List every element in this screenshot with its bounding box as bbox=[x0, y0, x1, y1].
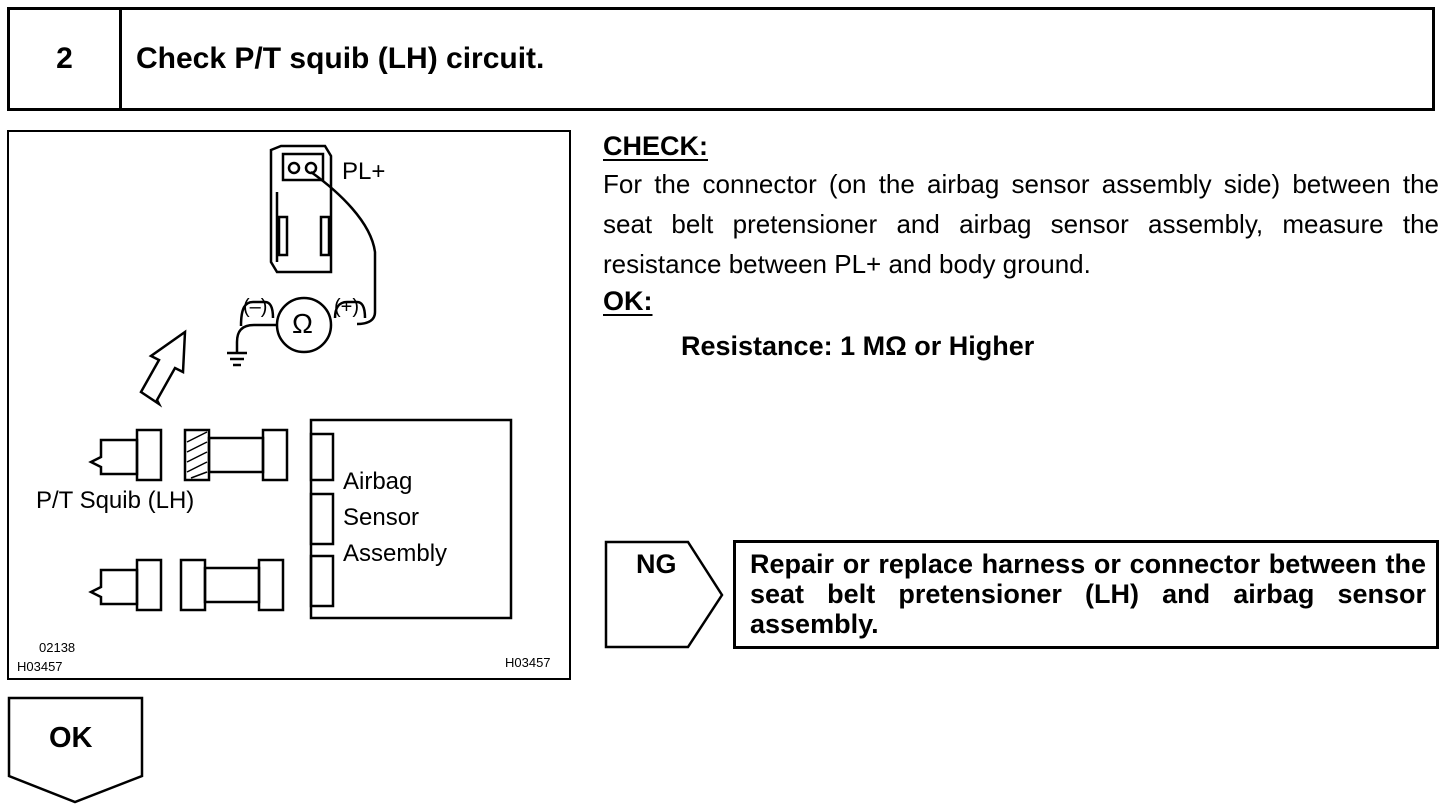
step-number: 2 bbox=[10, 10, 122, 108]
connector-icon bbox=[269, 144, 333, 274]
ng-arrow-icon bbox=[604, 540, 724, 649]
plus-terminal-label: (+) bbox=[334, 296, 359, 318]
sensor-label-line3: Assembly bbox=[343, 540, 448, 567]
squib-connector-upper bbox=[88, 428, 163, 482]
sensor-label-line1: Airbag bbox=[343, 468, 413, 495]
ok-label: OK bbox=[49, 722, 93, 754]
check-heading: CHECK: bbox=[603, 131, 708, 161]
figure-code-top: 02138 bbox=[39, 640, 76, 655]
ok-heading: OK: bbox=[603, 286, 653, 316]
step-title: Check P/T squib (LH) circuit. bbox=[136, 42, 545, 75]
arrow-icon bbox=[139, 329, 187, 408]
sensor-label-line2: Sensor bbox=[343, 504, 420, 531]
hatched-connector-fill bbox=[186, 431, 208, 479]
squib-label: P/T Squib (LH) bbox=[36, 487, 195, 514]
pl-plus-label: PL+ bbox=[342, 158, 386, 185]
ng-action-box: Repair or replace harness or connector b… bbox=[733, 540, 1439, 649]
ohm-symbol: Ω bbox=[292, 308, 313, 339]
circuit-diagram bbox=[88, 144, 513, 620]
ng-label: NG bbox=[636, 549, 677, 579]
ok-arrow-icon bbox=[7, 696, 144, 804]
minus-terminal-label: (–) bbox=[243, 296, 268, 318]
harness-connector-upper bbox=[183, 428, 289, 482]
airbag-sensor-assembly-box bbox=[309, 418, 513, 620]
check-instructions: For the connector (on the airbag sensor … bbox=[603, 169, 1439, 279]
circuit-illustration: PL+ (–) Ω (+) P/T Squib (LH) Airbag Sens… bbox=[7, 130, 571, 680]
resistance-spec: Resistance: 1 MΩ or Higher bbox=[681, 331, 1035, 361]
squib-connector-lower bbox=[88, 558, 163, 612]
figure-code-bottom-right: H03457 bbox=[505, 655, 551, 670]
figure-code-bottom-left: H03457 bbox=[17, 659, 63, 674]
step-header: 2 Check P/T squib (LH) circuit. bbox=[7, 7, 1435, 111]
check-section: CHECK: For the connector (on the airbag … bbox=[603, 128, 1439, 366]
ground-icon bbox=[227, 351, 247, 367]
harness-connector-lower bbox=[179, 558, 285, 612]
